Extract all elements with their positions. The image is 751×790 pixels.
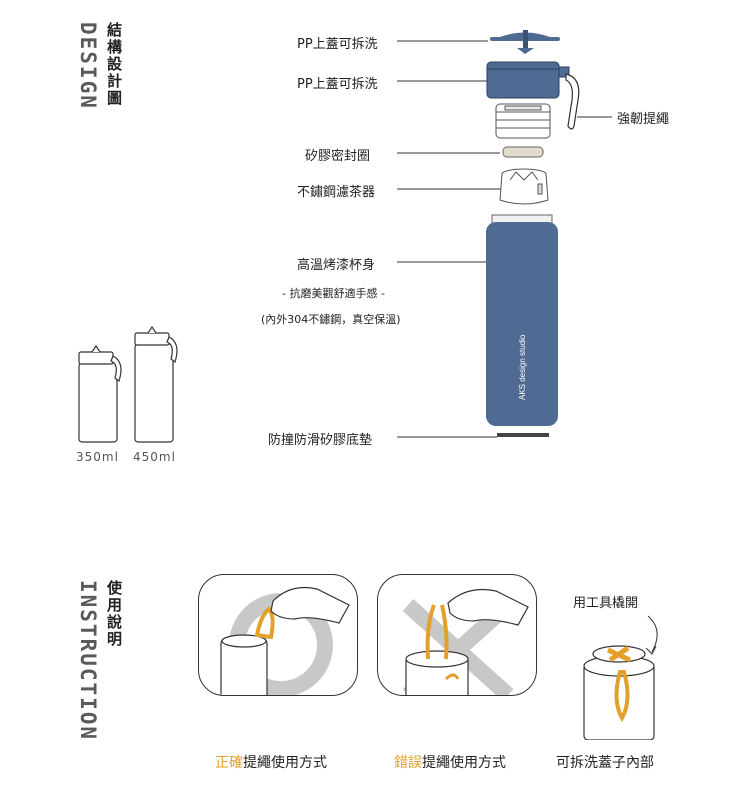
caption-correct: 正確提繩使用方式 (215, 752, 327, 772)
label-lid: PP上蓋可拆洗 (297, 77, 378, 92)
instruction-title-en: INSTRUCTION (76, 580, 100, 742)
bottle-350-outline (78, 344, 122, 443)
label-seal: 矽膠密封圈 (305, 149, 371, 164)
instruction-panel-wrong (377, 574, 537, 696)
strap-part (565, 73, 580, 130)
hand-icon (270, 586, 350, 624)
threaded-cap-part (495, 103, 551, 139)
bottle-450-outline (134, 325, 178, 443)
caption-wrong-rest: 提繩使用方式 (422, 755, 506, 771)
correct-illustration (220, 586, 350, 695)
caption-correct-highlight: 正確 (215, 755, 243, 771)
arrow-icon (645, 645, 657, 655)
lid-interior-illustration (583, 615, 658, 740)
label-filter: 不鏽鋼濾茶器 (297, 185, 376, 200)
seal-part (502, 146, 544, 158)
strap-correct (254, 606, 275, 640)
size-450-label: 450ml (133, 450, 176, 464)
caption-lid-interior-text: 可拆洗蓋子內部 (556, 755, 654, 771)
tool-label: 用工具橇開 (573, 596, 639, 611)
caption-wrong-highlight: 錯誤 (394, 755, 422, 771)
exploded-diagram: AKS design studio (78, 30, 612, 443)
caption-correct-rest: 提繩使用方式 (243, 755, 327, 771)
lid-part (486, 61, 570, 99)
hand-icon (447, 588, 529, 626)
bottle-body-part: AKS design studio (486, 214, 558, 426)
instruction-title-zh: 使用說明 (105, 580, 123, 648)
strap-wrong (425, 604, 449, 660)
bottle-brand-text: AKS design studio (518, 334, 527, 400)
filter-part (499, 168, 549, 205)
label-body-note1: - 抗磨美觀舒適手感 - (282, 287, 385, 300)
caption-lid-interior: 可拆洗蓋子內部 (556, 752, 654, 772)
lid-top-part (490, 30, 560, 54)
caption-wrong: 錯誤提繩使用方式 (394, 752, 506, 772)
label-body: 高溫烤漆杯身 (297, 258, 376, 273)
base-pad-part (497, 433, 549, 437)
strap-inside (614, 670, 630, 723)
size-350-label: 350ml (76, 450, 119, 464)
wrong-illustration (402, 588, 529, 695)
design-title-zh: 結構設計圖 (105, 22, 123, 107)
design-title-en: DESIGN (76, 22, 100, 110)
instruction-panel-correct (198, 574, 358, 696)
label-lid-top: PP上蓋可拆洗 (297, 37, 378, 52)
label-strap: 強韌提繩 (617, 112, 670, 127)
label-base: 防撞防滑矽膠底墊 (268, 433, 373, 448)
label-body-note2: (內外304不鏽鋼，真空保溫) (261, 313, 401, 326)
